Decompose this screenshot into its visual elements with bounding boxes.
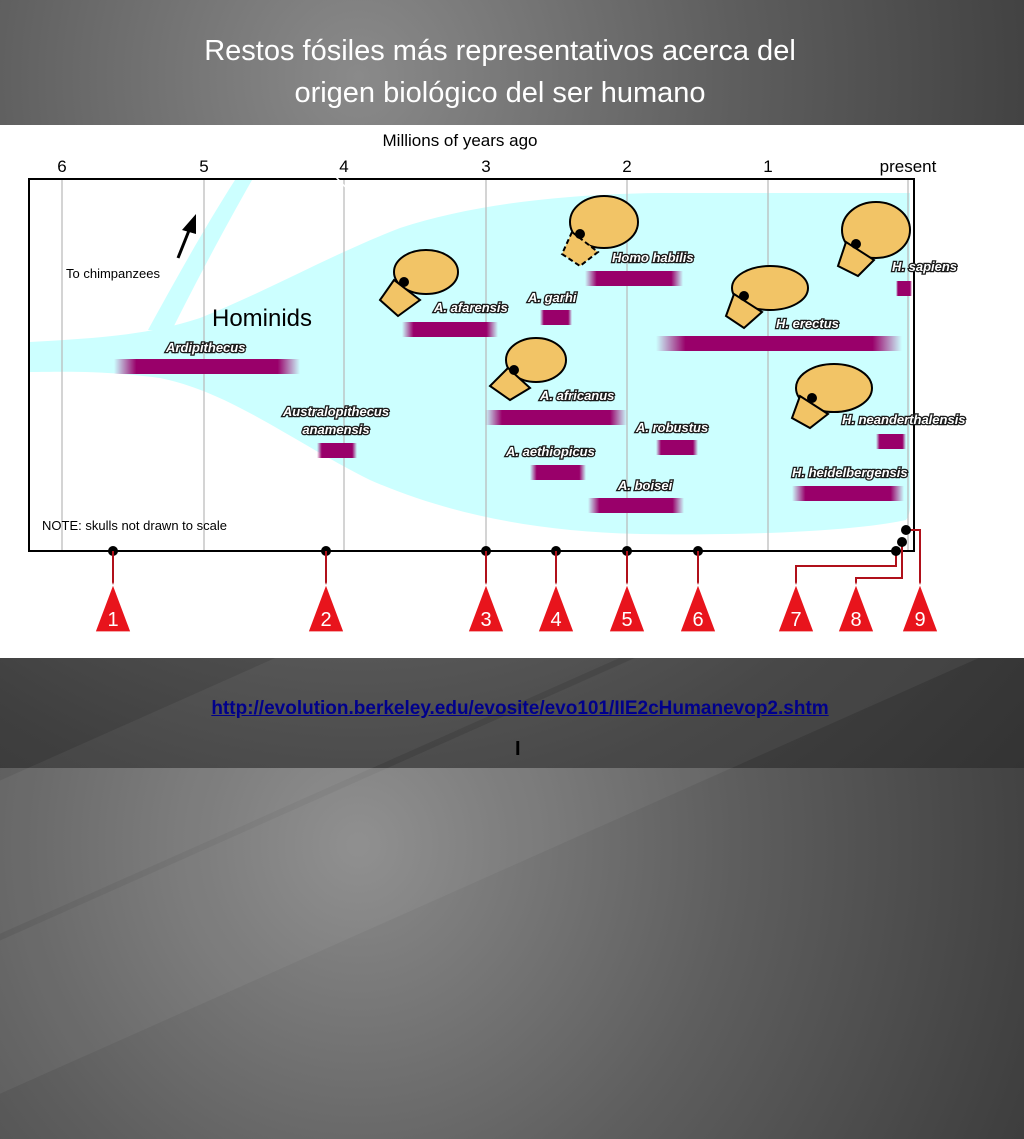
marker-5-number: 5	[621, 609, 632, 631]
marker-8-number: 8	[850, 609, 861, 631]
skull-habilis-icon	[560, 195, 639, 268]
marker-6-number: 6	[692, 609, 703, 631]
tick-1: 1	[763, 157, 772, 176]
marker-numbers: 1 2 3 4 5 6 7 8 9	[107, 609, 925, 631]
label-erectus: H. erectus	[776, 316, 839, 331]
chimpanzee-branch	[148, 180, 252, 330]
tick-3: 3	[481, 157, 490, 176]
text-cursor-icon: I	[515, 738, 521, 760]
title-line-2: origen biológico del ser humano	[294, 77, 706, 109]
marker-3	[467, 582, 505, 633]
label-australopithecus: Australopithecus	[282, 404, 389, 419]
range-neanderthalensis	[876, 434, 906, 449]
label-aethiopicus: A. aethiopicus	[505, 444, 595, 459]
range-ardipithecus	[114, 359, 300, 374]
range-habilis	[585, 271, 683, 286]
skull-neanderthalensis-icon	[790, 363, 873, 430]
marker-9	[901, 582, 939, 633]
range-heidelbergensis	[792, 486, 904, 501]
marker-3-number: 3	[480, 609, 491, 631]
range-erectus	[656, 336, 902, 351]
label-afarensis: A. afarensis	[433, 300, 508, 315]
marker-1-number: 1	[107, 609, 118, 631]
evolution-timeline-diagram: Millions of years ago 6 5 4 3 2 1 presen…	[28, 125, 967, 633]
axis-ticks: 6 5 4 3 2 1 present	[57, 157, 936, 176]
diagram-frame	[28, 178, 915, 552]
range-anamensis	[317, 443, 357, 458]
species-ranges	[114, 271, 912, 513]
marker-9-number: 9	[914, 609, 925, 631]
marker-2	[307, 582, 345, 633]
marker-8	[837, 582, 875, 633]
label-garhi: A. garhi	[527, 290, 577, 305]
tick-6: 6	[57, 157, 66, 176]
range-africanus	[485, 410, 627, 425]
range-robustus	[656, 440, 698, 455]
marker-7	[777, 582, 815, 633]
tick-2: 2	[622, 157, 631, 176]
label-africanus: A. africanus	[539, 388, 614, 403]
skull-afarensis-icon	[378, 249, 459, 318]
tick-present: present	[880, 157, 937, 176]
range-garhi	[540, 310, 572, 325]
species-labels: Ardipithecus Australopithecus anamensis …	[164, 249, 967, 495]
skull-illustrations	[378, 195, 911, 430]
source-link[interactable]: http://evolution.berkeley.edu/evosite/ev…	[211, 698, 829, 719]
skull-africanus-icon	[488, 337, 567, 402]
scale-note: NOTE: skulls not drawn to scale	[42, 518, 227, 533]
title-pointer-line	[287, 125, 383, 227]
skull-sapiens-icon	[836, 201, 911, 278]
numbered-markers	[94, 582, 939, 633]
label-habilis: Homo habilis	[612, 250, 694, 265]
tick-5: 5	[199, 157, 208, 176]
title-line-1: Restos fósiles más representativos acerc…	[204, 35, 796, 67]
chimpanzee-arrow	[176, 214, 196, 259]
label-boisei: A. boisei	[617, 478, 673, 493]
axis-title: Millions of years ago	[383, 131, 538, 150]
marker-6	[679, 582, 717, 633]
label-neanderthalensis: H. neanderthalensis	[842, 412, 966, 427]
range-sapiens	[896, 281, 912, 296]
marker-7-number: 7	[790, 609, 801, 631]
slide-title: Restos fósiles más representativos acerc…	[0, 30, 1000, 114]
label-anamensis: anamensis	[302, 422, 369, 437]
skull-erectus-icon	[724, 265, 809, 330]
label-heidelbergensis: H. heidelbergensis	[792, 465, 908, 480]
label-robustus: A. robustus	[635, 420, 708, 435]
marker-2-number: 2	[320, 609, 331, 631]
marker-5	[608, 582, 646, 633]
marker-4-number: 4	[550, 609, 561, 631]
title-pointer-arrowhead	[373, 216, 384, 229]
label-ardipithecus: Ardipithecus	[165, 340, 245, 355]
marker-1	[94, 582, 132, 633]
label-sapiens: H. sapiens	[892, 259, 957, 274]
range-boisei	[588, 498, 684, 513]
hominids-label: Hominids	[212, 305, 312, 332]
tick-4: 4	[339, 157, 348, 176]
marker-4	[537, 582, 575, 633]
chimpanzee-label: To chimpanzees	[66, 266, 160, 281]
range-aethiopicus	[530, 465, 586, 480]
range-afarensis	[402, 322, 498, 337]
